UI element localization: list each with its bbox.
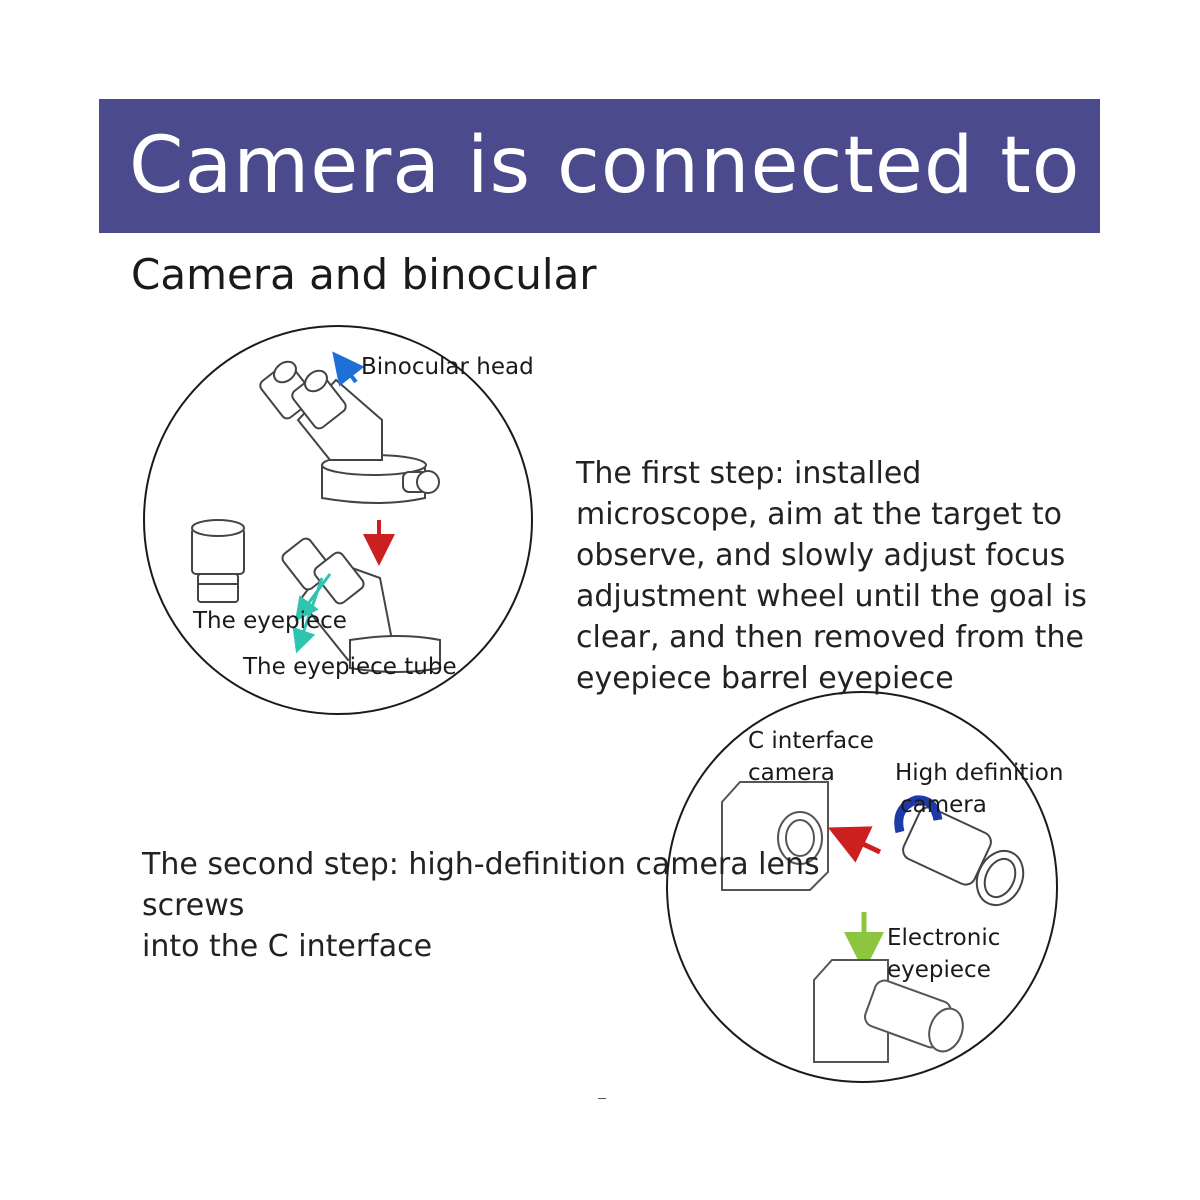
footer-dash xyxy=(598,1098,606,1099)
left-arrow-icon xyxy=(827,826,882,863)
step-one-line: microscope, aim at the target to xyxy=(576,497,1062,532)
hd-camera-label-line1: High definition xyxy=(895,760,1064,786)
hd-camera-label-line2: camera xyxy=(900,792,987,818)
step-two-line: into the C interface xyxy=(142,929,433,964)
step-two-text: The second step: high-definition camera … xyxy=(142,844,922,967)
lower-binocular-icon xyxy=(281,537,441,673)
left-circle-frame xyxy=(143,325,533,715)
electronic-eyepiece-label-line2: eyepiece xyxy=(887,957,991,983)
electronic-eyepiece-label-line1: Electronic xyxy=(887,925,1001,951)
c-interface-label-line2: camera xyxy=(748,760,835,786)
rotate-arrow-icon xyxy=(894,795,943,834)
section-subtitle: Camera and binocular xyxy=(131,250,597,299)
electronic-eyepiece-icon xyxy=(813,959,964,1063)
c-interface-label-line1: C interface xyxy=(748,728,874,754)
binocular-head-icon xyxy=(259,360,440,504)
step-one-line: adjustment wheel until the goal is xyxy=(576,579,1087,614)
step-one-line: observe, and slowly adjust focus xyxy=(576,538,1066,573)
eyepiece-tube-label: The eyepiece tube xyxy=(243,654,457,680)
binocular-head-label: Binocular head xyxy=(361,354,534,380)
step-one-line: clear, and then removed from the xyxy=(576,620,1084,655)
up-arrow-icon xyxy=(332,351,365,387)
step-one-text: The first step: installed microscope, ai… xyxy=(576,453,1136,699)
step-two-line: The second step: high-definition camera … xyxy=(142,847,820,923)
page-title: Camera is connected to xyxy=(129,121,1081,211)
c-interface-camera-icon xyxy=(721,781,829,891)
step-one-line: eyepiece barrel eyepiece xyxy=(576,661,954,696)
hd-camera-lens-icon xyxy=(902,806,1025,907)
title-banner: Camera is connected to xyxy=(99,99,1100,233)
right-circle-frame xyxy=(666,691,1058,1083)
eyepiece-icon xyxy=(191,519,245,603)
teal-arrow-icon-2 xyxy=(292,577,324,654)
eyepiece-label: The eyepiece xyxy=(193,608,347,634)
step-one-line: The first step: installed xyxy=(576,456,922,491)
